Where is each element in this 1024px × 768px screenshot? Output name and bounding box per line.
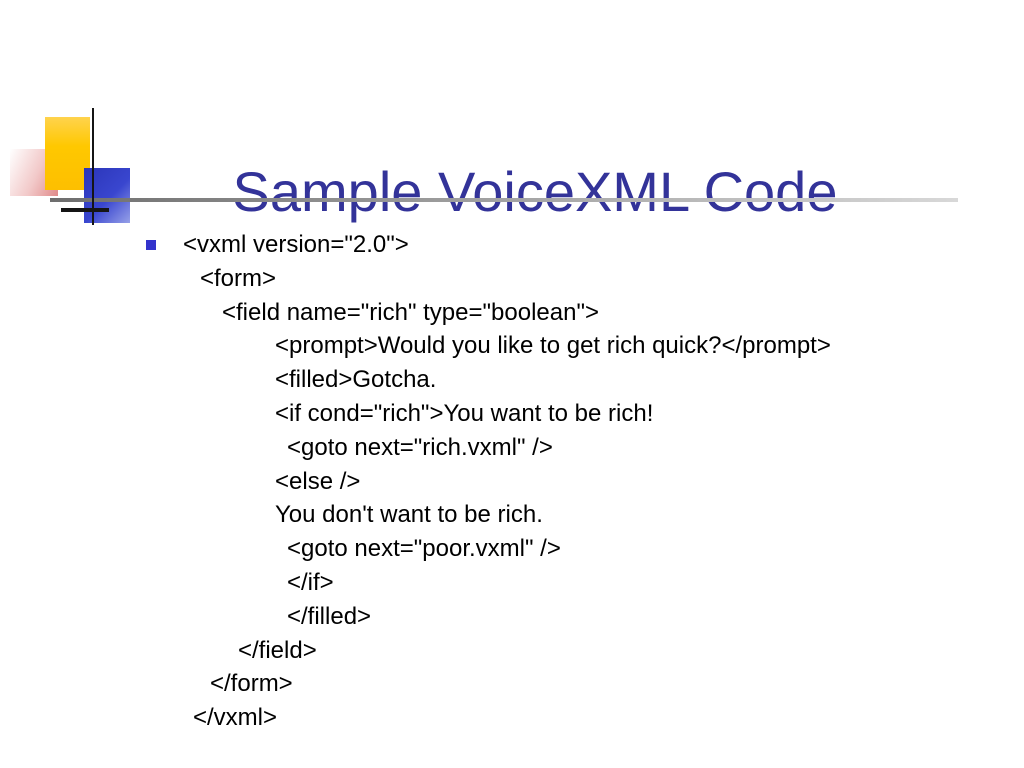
code-text: <form>: [200, 264, 277, 292]
code-line: </if>: [144, 566, 984, 600]
code-text: You don't want to be rich.: [275, 501, 543, 529]
decoration-cross-line: [61, 208, 109, 212]
code-text: <goto next="rich.vxml" />: [287, 433, 553, 461]
code-text: <filled>Gotcha.: [275, 366, 437, 394]
decoration-vertical-line: [92, 108, 94, 225]
code-text: </form>: [210, 670, 293, 698]
bullet-icon: [146, 240, 156, 250]
code-text: <vxml version="2.0">: [183, 231, 409, 258]
code-text: <else />: [275, 467, 361, 495]
code-text: <field name="rich" type="boolean">: [222, 298, 599, 326]
code-text: </vxml>: [193, 704, 278, 732]
code-block: <vxml version="2.0"> <form> <field name="r…: [144, 228, 984, 735]
decoration-yellow-square: [45, 117, 90, 190]
code-line: <field name="rich" type="boolean">: [144, 296, 984, 330]
code-line: </field>: [144, 634, 984, 668]
code-line: <vxml version="2.0">: [144, 228, 984, 262]
code-line: <goto next="poor.vxml" />: [144, 532, 984, 566]
code-line: <goto next="rich.vxml" />: [144, 431, 984, 465]
code-line: <else />: [144, 465, 984, 499]
code-line: You don't want to be rich.: [144, 498, 984, 532]
code-line: </vxml>: [144, 701, 984, 735]
code-line: <filled>Gotcha.: [144, 363, 984, 397]
decoration-blue-square: [84, 168, 130, 223]
code-line: <if cond="rich">You want to be rich!: [144, 397, 984, 431]
code-text: <goto next="poor.vxml" />: [287, 535, 561, 563]
page-title: Sample VoiceXML Code: [232, 159, 838, 223]
code-text: <prompt>Would you like to get rich quick…: [275, 332, 831, 360]
code-text: <if cond="rich">You want to be rich!: [275, 399, 654, 427]
code-line: <prompt>Would you like to get rich quick…: [144, 329, 984, 363]
code-line: <form>: [144, 262, 984, 296]
code-text: </field>: [238, 636, 317, 664]
title-underline-rule: [50, 198, 958, 202]
code-line: </filled>: [144, 600, 984, 634]
code-line: </form>: [144, 667, 984, 701]
code-text: </filled>: [287, 602, 372, 630]
code-text: </if>: [287, 568, 334, 596]
